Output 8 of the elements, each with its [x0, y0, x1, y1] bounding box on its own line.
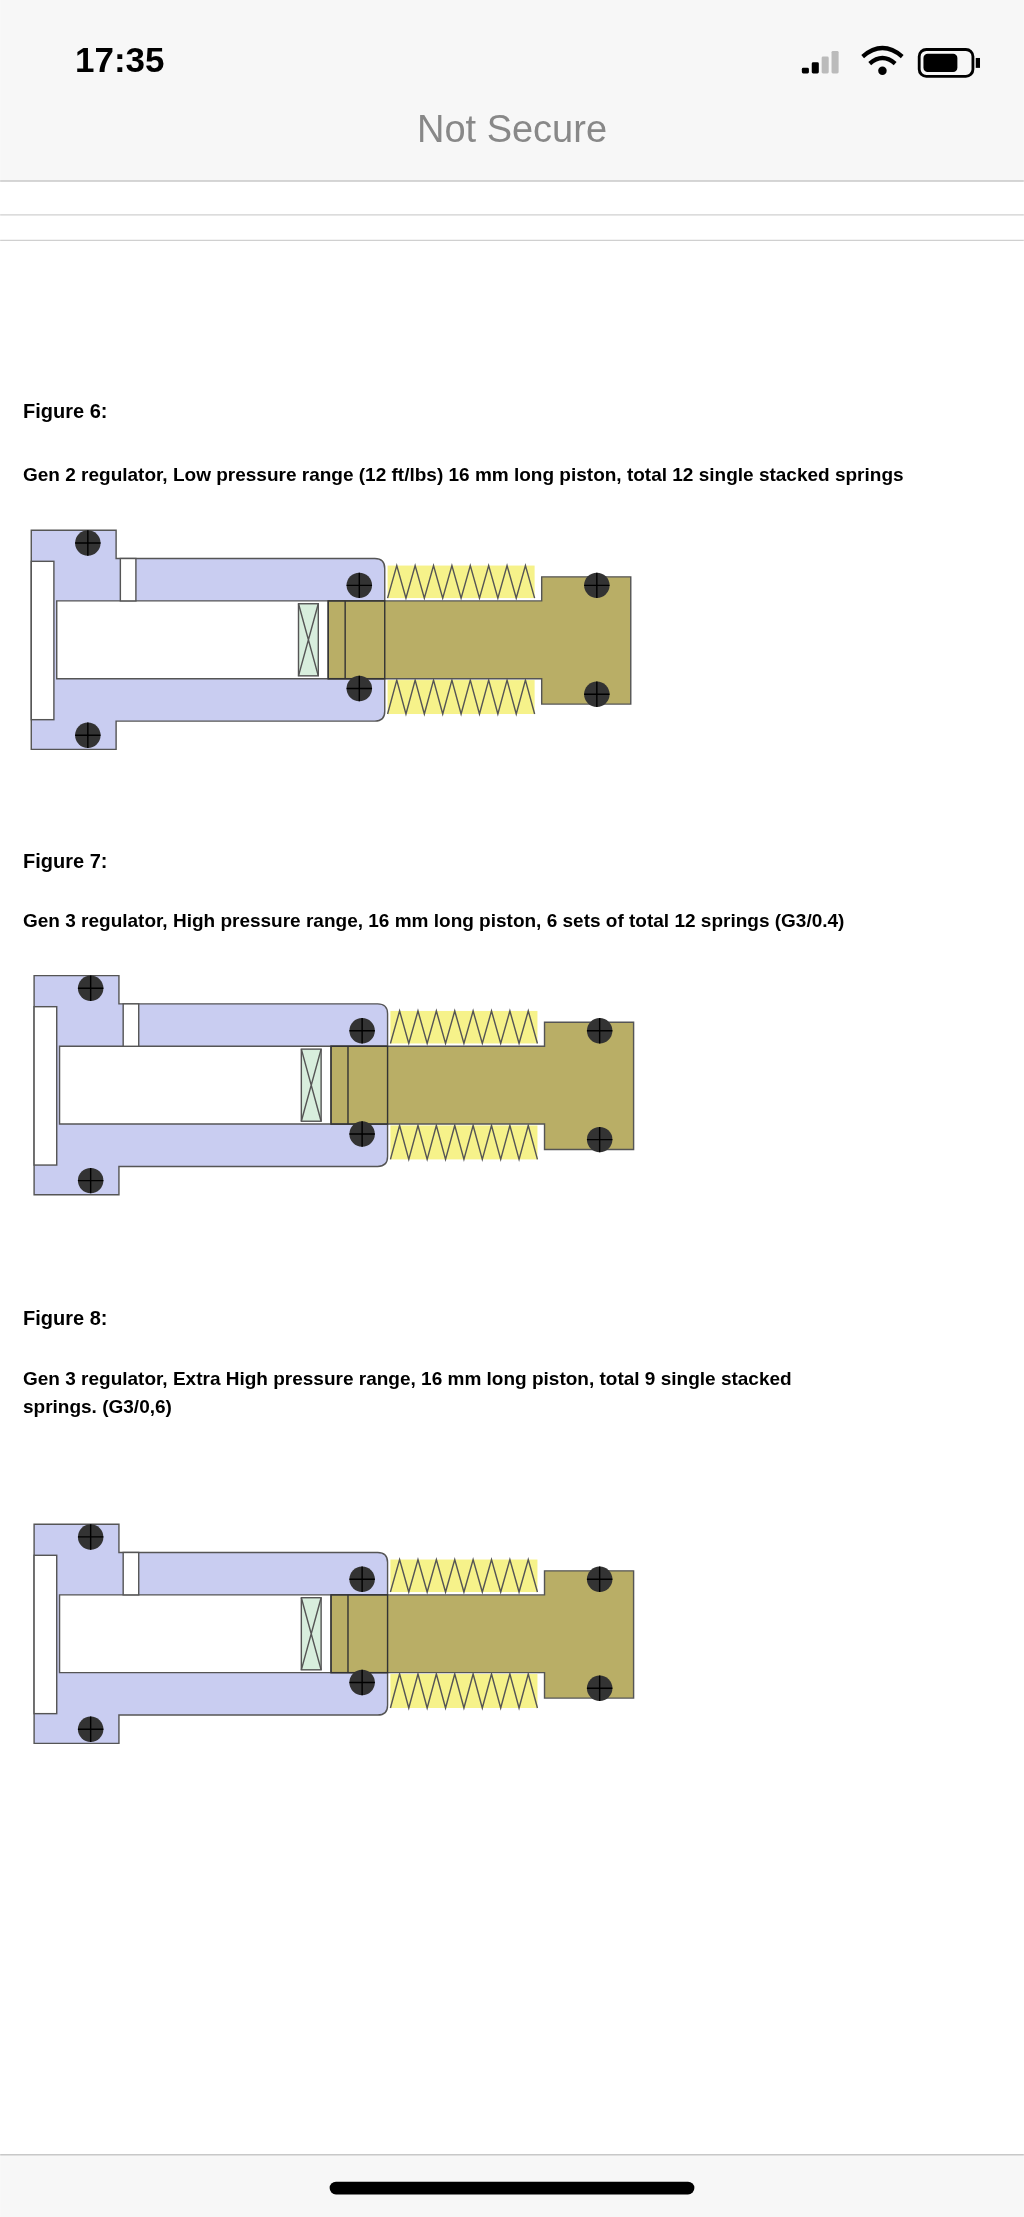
figure-heading: Figure 6:	[23, 400, 108, 423]
status-time: 17:35	[75, 40, 165, 80]
figure-caption: Gen 3 regulator, Extra High pressure range, 16 mm long piston, total 9 single stacked springs. (G3/0,6)	[23, 1367, 793, 1419]
figure-heading: Figure 8:	[23, 1307, 108, 1330]
figure-heading: Figure 7:	[23, 850, 108, 873]
figure-caption: Gen 3 regulator, High pressure range, 16 mm long piston, 6 sets of total 12 springs (G3/0.4)	[23, 910, 846, 932]
figure-caption: Gen 2 regulator, Low pressure range (12 ft/lbs) 16 mm long piston, total 12 single stacked springs	[23, 464, 905, 486]
security-status-text: Not Secure	[415, 108, 609, 151]
